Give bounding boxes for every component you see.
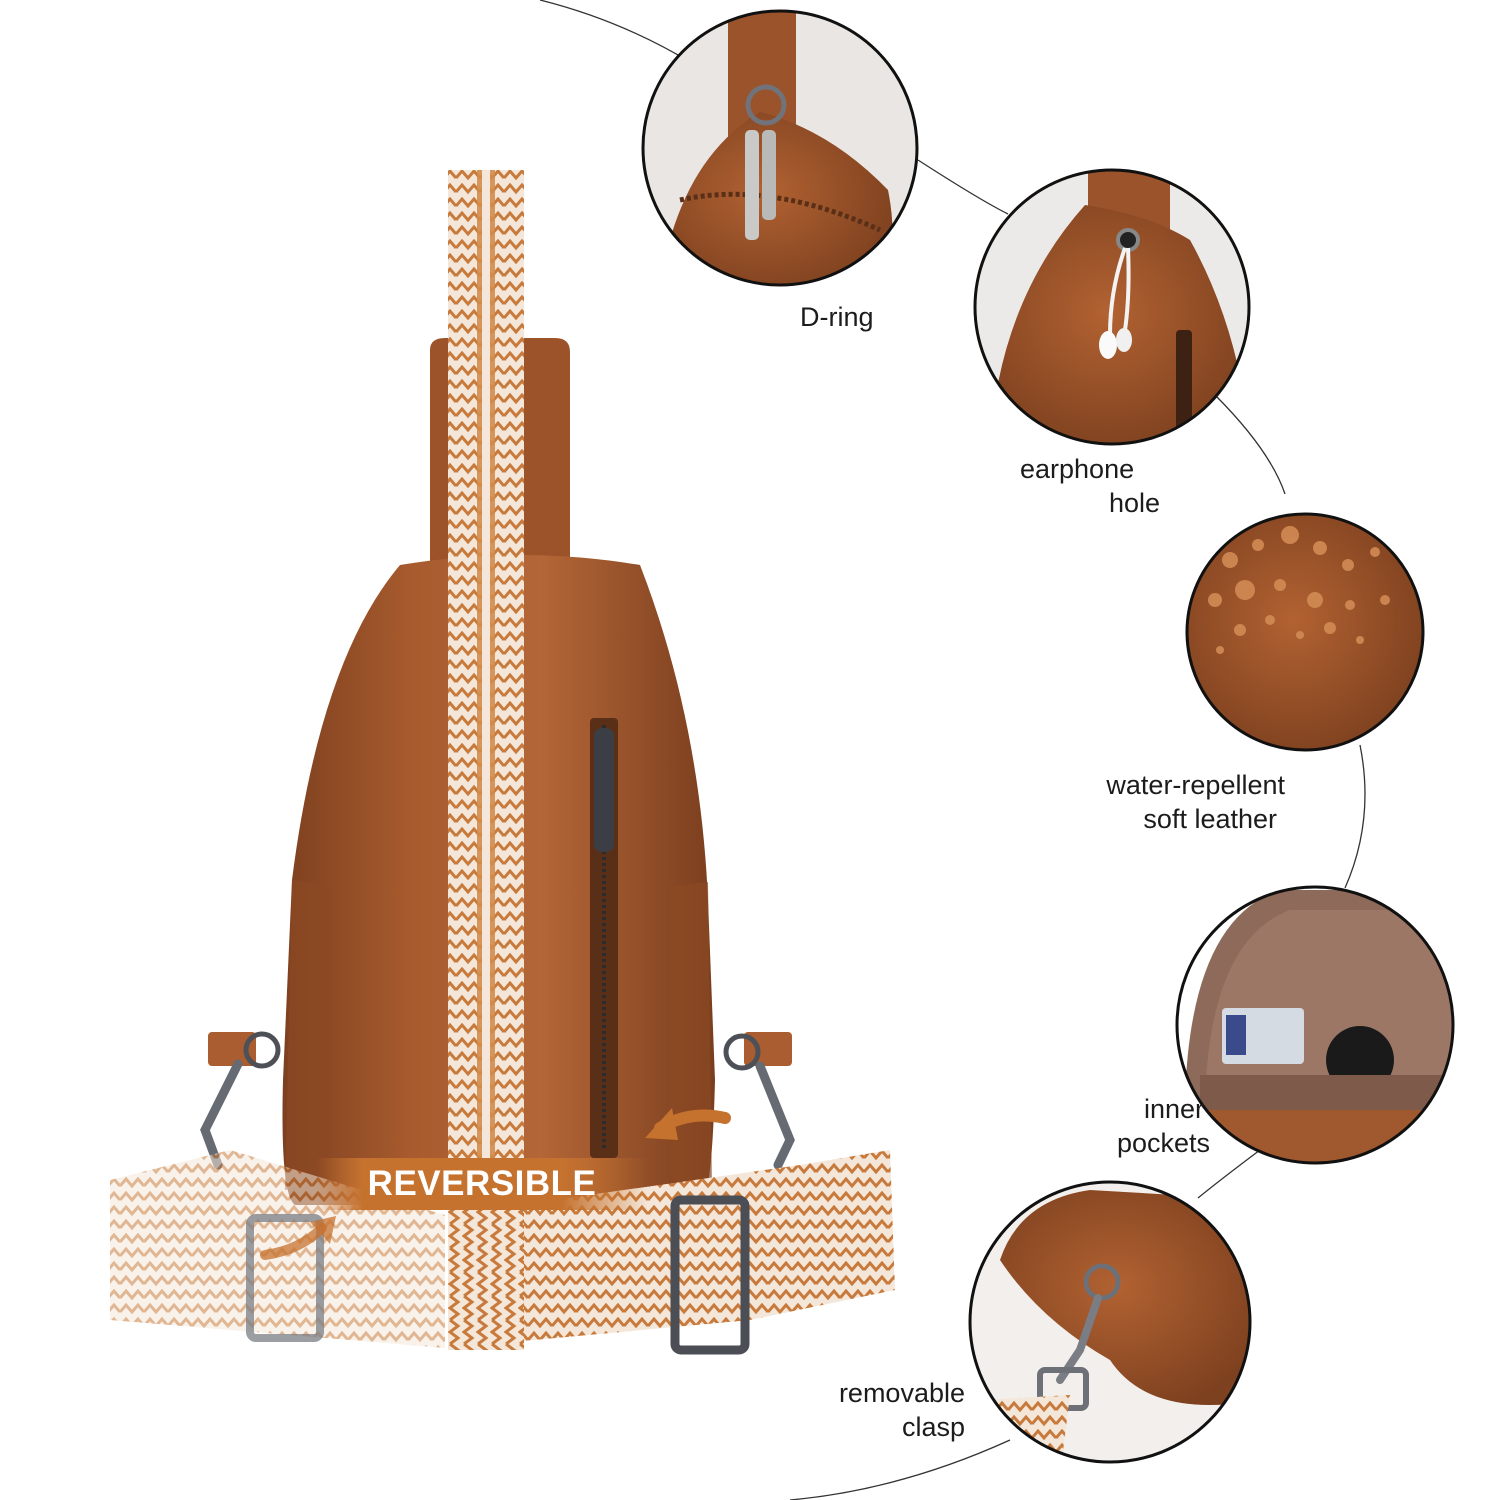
detail-circle-water-repellent	[1185, 512, 1425, 752]
clasp-left	[200, 1059, 243, 1170]
connector-arc	[1214, 394, 1286, 495]
detail-circle-removable-clasp	[968, 1180, 1252, 1464]
label-removable-clasp: removable clasp	[838, 1378, 965, 1442]
label-water-repellent: water-repellent soft leather	[1106, 770, 1285, 834]
label-inner-pockets: inner pockets	[1116, 1094, 1210, 1158]
arrow-icon	[645, 1108, 678, 1140]
arrow-icon	[260, 1223, 327, 1260]
detail-circle-earphone-hole	[973, 168, 1251, 446]
slider-buckle-right	[670, 1195, 750, 1355]
label-earphone-hole: earphone hole	[1020, 454, 1160, 518]
key-icon	[745, 130, 759, 240]
d-ring-left	[243, 1031, 281, 1069]
label-d-ring: D-ring	[800, 302, 874, 332]
connector-arc	[1197, 1149, 1261, 1199]
connector-arc	[539, 0, 691, 63]
detail-circle-inner-pockets	[1175, 885, 1455, 1165]
connector-arc	[917, 159, 1009, 215]
reversible-badge: REVERSIBLE	[316, 1158, 648, 1210]
earbud-icon	[1099, 331, 1117, 359]
reversible-label: REVERSIBLE	[367, 1164, 597, 1203]
d-ring-right	[723, 1033, 761, 1071]
arrow-icon	[310, 1216, 336, 1244]
slider-buckle-left	[246, 1214, 324, 1342]
connector-arc	[789, 1439, 1011, 1500]
detail-circle-d-ring	[641, 9, 919, 287]
connector-arc	[1344, 744, 1366, 889]
zipper-pull	[594, 728, 614, 852]
earphone-hole-icon	[1116, 228, 1140, 252]
clasp-right	[755, 1061, 795, 1170]
